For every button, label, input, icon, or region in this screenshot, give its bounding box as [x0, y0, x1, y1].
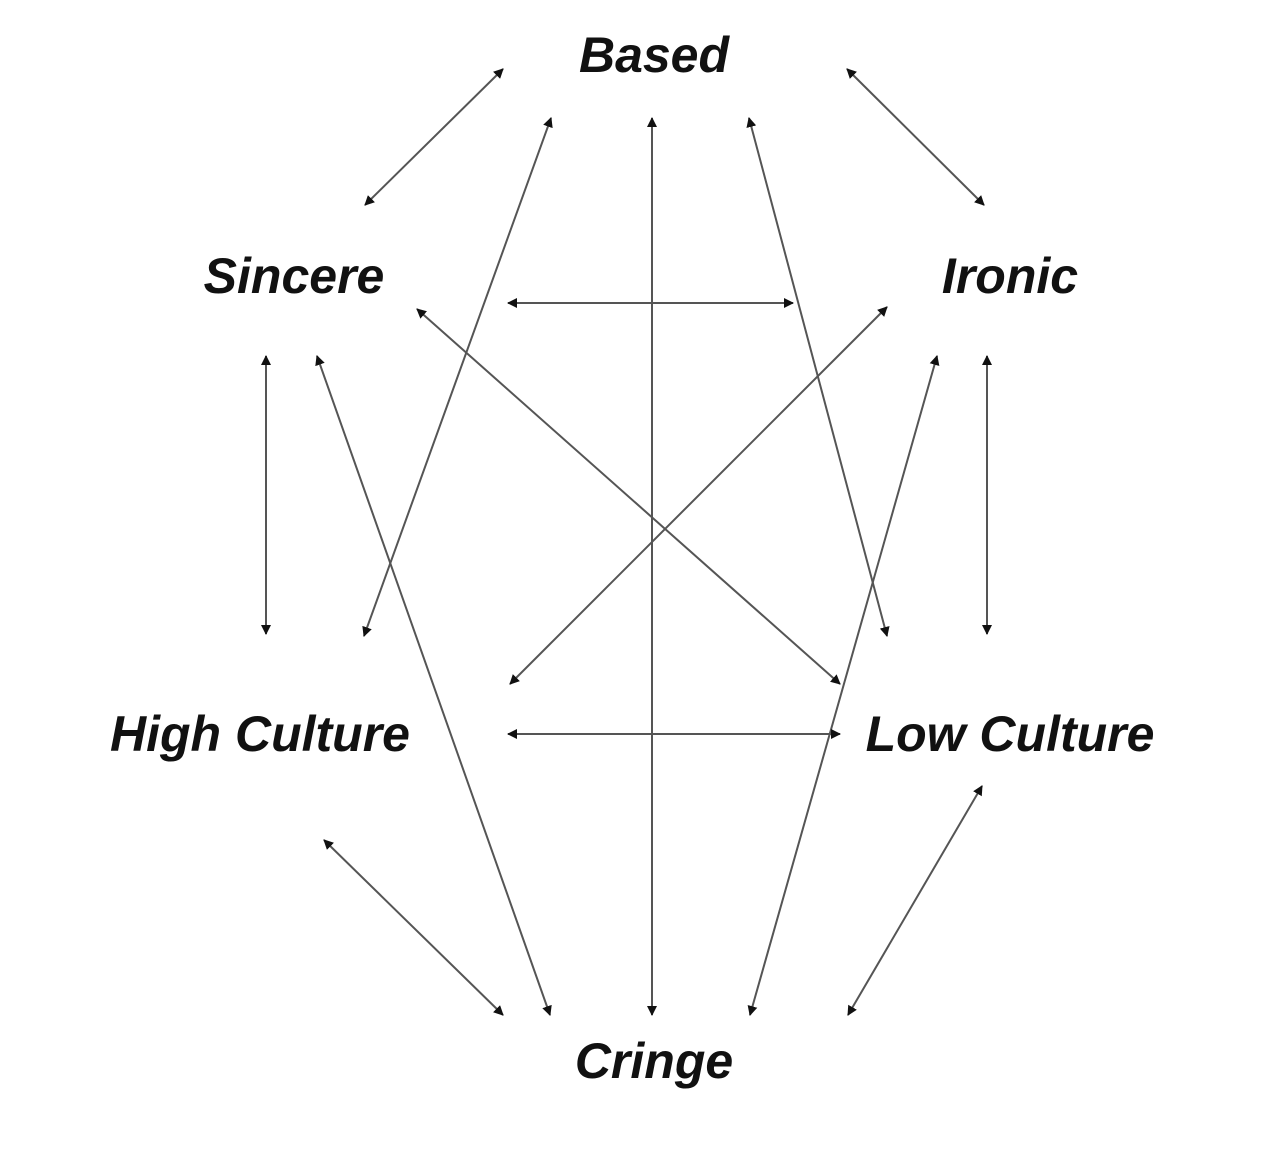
edge-based-high-culture	[362, 117, 553, 637]
edges-layer	[261, 68, 992, 1016]
edge-sincere-cringe	[315, 355, 552, 1016]
edge-sincere-low-culture	[416, 308, 841, 685]
node-label-high-culture: High Culture	[110, 706, 410, 762]
edge-ironic-high-culture	[509, 306, 888, 685]
node-label-low-culture: Low Culture	[865, 706, 1155, 762]
node-label-ironic: Ironic	[941, 248, 1079, 304]
node-label-cringe: Cringe	[574, 1033, 734, 1089]
node-label-sincere: Sincere	[203, 248, 385, 304]
edge-high-culture-cringe	[323, 839, 504, 1016]
edge-low-culture-cringe	[847, 785, 983, 1016]
node-label-based: Based	[578, 27, 730, 83]
edge-ironic-cringe	[747, 355, 940, 1016]
edge-based-ironic	[846, 68, 985, 206]
edge-based-sincere	[364, 68, 504, 206]
